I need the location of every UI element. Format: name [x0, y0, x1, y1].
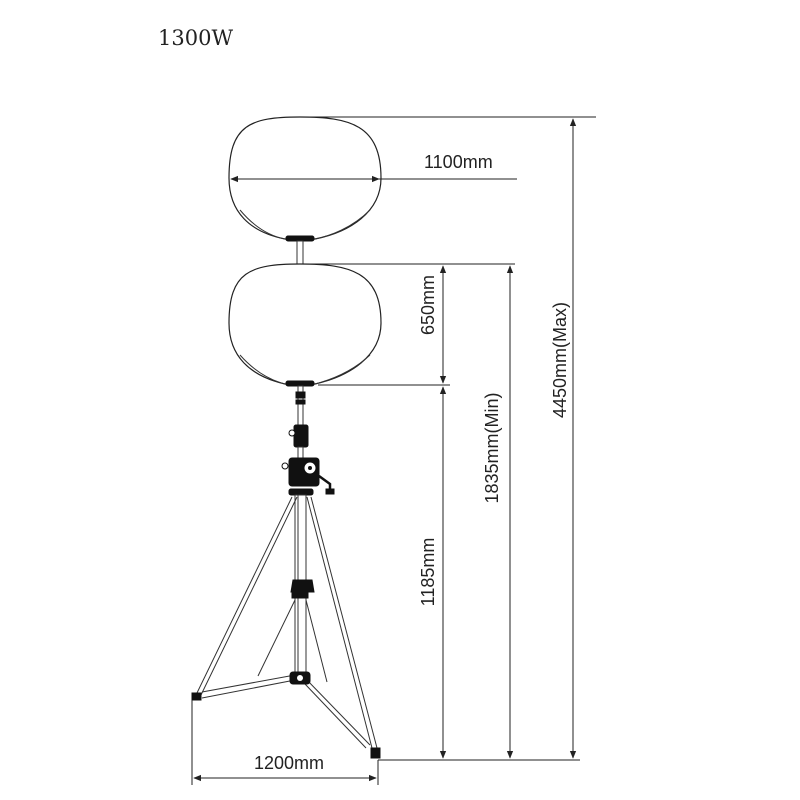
- dimension-balloon-height: 650mm: [418, 265, 447, 384]
- mast: [288, 385, 309, 460]
- dimension-min-height: 1835mm(Min): [482, 265, 514, 759]
- dimension-max-height: 4450mm(Max): [550, 118, 577, 759]
- balloon-height-label: 650mm: [418, 275, 438, 335]
- winch-head: [281, 457, 335, 496]
- product-title: 1300W: [158, 26, 234, 50]
- balloon-diameter-label: 1100mm: [424, 152, 493, 172]
- stand-height-label: 1185mm: [418, 538, 438, 607]
- tripod: [191, 494, 381, 759]
- min-height-label: 1835mm(Min): [482, 392, 502, 503]
- dimension-stand-height: 1185mm: [418, 386, 447, 759]
- max-height-label: 4450mm(Max): [550, 302, 570, 418]
- lower-balloon: [228, 263, 382, 387]
- base-width-label: 1200mm: [254, 753, 324, 773]
- connecting-pole: [296, 240, 304, 266]
- dimension-base-width: 1200mm: [191, 700, 379, 785]
- dimension-balloon-diameter: 1100mm: [230, 152, 517, 183]
